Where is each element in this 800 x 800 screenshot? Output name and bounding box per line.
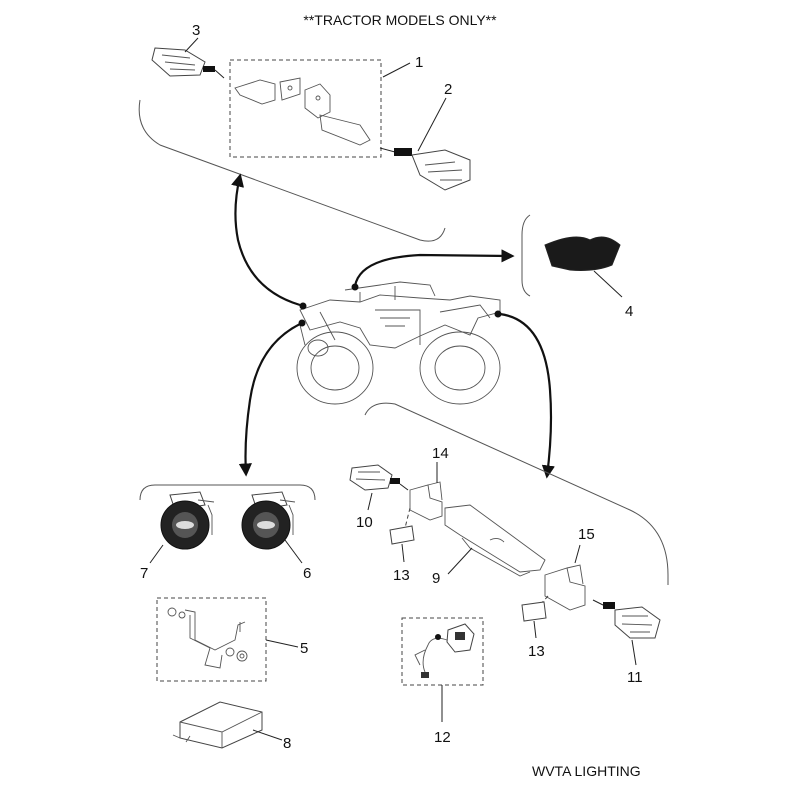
rear-bracket-14 — [409, 481, 443, 521]
callout-9: 9 — [432, 570, 440, 587]
fog-lights-brace — [139, 484, 316, 501]
reflector-13a — [389, 525, 415, 545]
plate-bracket-9 — [444, 504, 546, 577]
tractor-models-note: **TRACTOR MODELS ONLY** — [303, 12, 497, 28]
callout-4: 4 — [625, 303, 633, 320]
leader-13b — [533, 620, 537, 639]
leader-8 — [252, 729, 283, 741]
callout-10: 10 — [356, 514, 373, 531]
callout-2: 2 — [444, 81, 452, 98]
leader-3 — [184, 37, 199, 53]
rear-indicator-10 — [349, 464, 409, 491]
fog-light-6 — [241, 491, 296, 550]
leader-13a — [401, 543, 405, 563]
rear-group-brace — [364, 402, 669, 585]
callout-3: 3 — [192, 22, 200, 39]
lens-4 — [544, 236, 621, 271]
front-bracket-1 — [234, 77, 371, 146]
arrow-to-lens — [353, 249, 515, 287]
callout-13a: 13 — [393, 567, 410, 584]
lamp-12-box — [401, 617, 484, 686]
leader-10 — [367, 492, 373, 511]
plate-lamp-12 — [414, 623, 475, 678]
callout-6: 6 — [303, 565, 311, 582]
leader-15 — [574, 544, 581, 564]
callout-14: 14 — [432, 445, 449, 462]
part-4-brace — [521, 214, 531, 297]
fog-light-7 — [160, 491, 215, 550]
callout-11: 11 — [627, 669, 643, 686]
callout-7: 7 — [140, 565, 148, 582]
anchor-dot-headlight — [351, 283, 359, 291]
callout-12: 12 — [434, 729, 451, 746]
callout-1: 1 — [415, 54, 423, 71]
callout-8: 8 — [283, 735, 291, 752]
leader-9 — [447, 547, 473, 575]
anchor-dot-front-top — [299, 302, 307, 310]
bracket-1-box — [229, 59, 382, 158]
leader-4 — [593, 270, 623, 298]
front-indicator-2 — [379, 147, 471, 191]
leader-7 — [149, 544, 164, 564]
leader-6 — [284, 539, 303, 564]
callout-5: 5 — [300, 640, 308, 657]
reflector-13b — [521, 601, 547, 622]
reflector-13a-dash — [404, 507, 411, 529]
diagram-caption: WVTA LIGHTING — [532, 763, 641, 779]
bracket-kit-5 — [167, 607, 248, 669]
front-indicator-3 — [151, 47, 225, 79]
leader-1 — [382, 62, 411, 78]
bracket-5-box — [156, 597, 267, 682]
arrow-to-front-indicators — [231, 173, 301, 307]
arrow-to-fog-lights — [238, 323, 301, 477]
leader-5 — [265, 639, 299, 648]
module-8 — [172, 701, 263, 749]
top-group-brace — [138, 99, 446, 242]
anchor-dot-rear — [494, 310, 502, 318]
leader-2 — [417, 97, 447, 152]
callout-13b: 13 — [528, 643, 545, 660]
callout-15: 15 — [578, 526, 595, 543]
arrow-to-rear-kit — [499, 312, 555, 479]
atv-vehicle — [296, 281, 501, 405]
leader-11 — [631, 639, 637, 666]
rear-indicator-11 — [592, 599, 661, 639]
rear-bracket-15 — [544, 564, 586, 611]
